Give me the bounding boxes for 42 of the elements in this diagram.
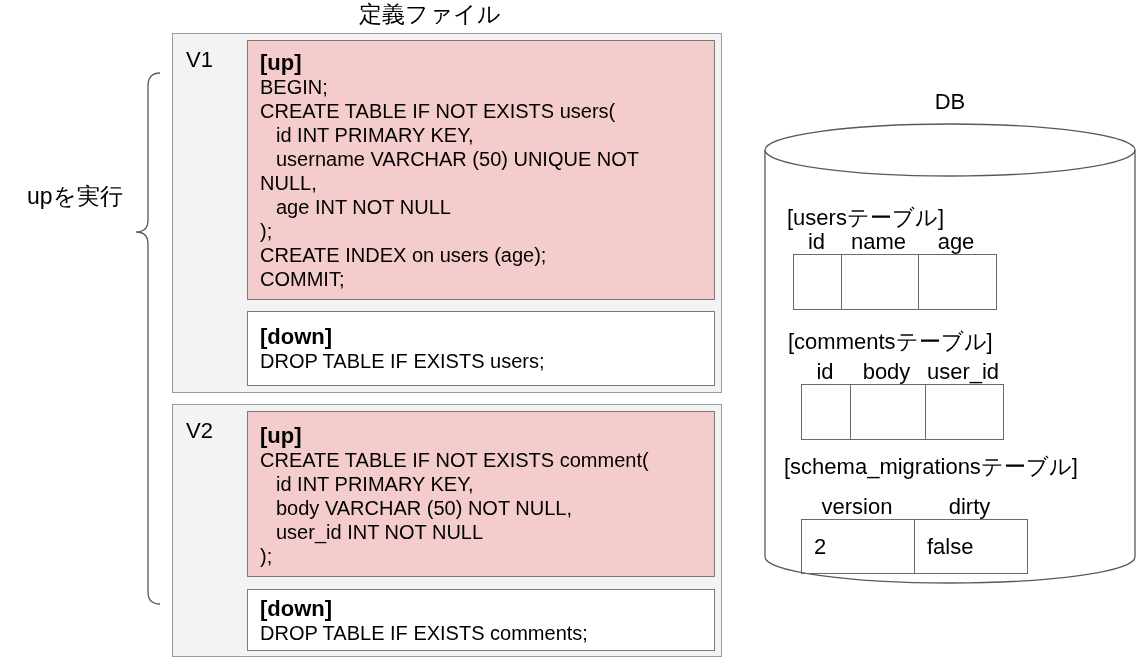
- table-title: [usersテーブル]: [787, 206, 945, 230]
- column-header: user_id: [926, 360, 1000, 384]
- value-cell-text: 2: [813, 532, 828, 561]
- code-line: DROP TABLE IF EXISTS users;: [260, 349, 546, 373]
- version-panel: [172, 33, 722, 393]
- code-line: body VARCHAR (50) NOT NULL,: [275, 496, 573, 520]
- script-heading: [down]: [260, 597, 333, 621]
- down-script-box: [247, 311, 715, 386]
- script-heading: [up]: [260, 424, 302, 448]
- code-line: BEGIN;: [260, 75, 329, 99]
- value-cell: false: [914, 520, 1027, 573]
- version-panel: [172, 404, 722, 657]
- code-line: age INT NOT NULL: [275, 195, 452, 219]
- down-script-box: [247, 589, 715, 651]
- table-title: [schema_migrationsテーブル]: [784, 455, 1078, 479]
- column-header: age: [937, 230, 975, 254]
- code-line: DROP TABLE IF EXISTS comments;: [260, 621, 589, 645]
- code-line: );: [260, 544, 274, 568]
- script-heading: [down]: [260, 325, 333, 349]
- code-line: COMMIT;: [260, 267, 346, 291]
- version-label: V2: [186, 419, 213, 443]
- table-title: [commentsテーブル]: [788, 330, 993, 354]
- brace-label: upを実行: [27, 183, 124, 209]
- code-line: id INT PRIMARY KEY,: [275, 123, 475, 147]
- column-header: id: [816, 360, 834, 384]
- code-line: CREATE TABLE IF NOT EXISTS comment(: [260, 448, 650, 472]
- script-heading: [up]: [260, 51, 302, 75]
- database-label: DB: [934, 90, 966, 114]
- column-header: name: [850, 230, 906, 254]
- up-script-box: [247, 411, 715, 577]
- code-line: CREATE TABLE IF NOT EXISTS users(: [260, 99, 617, 123]
- column-header: id: [807, 230, 826, 254]
- column-header: body: [862, 360, 911, 384]
- code-line: CREATE INDEX on users (age);: [260, 243, 548, 267]
- column-heading: 定義ファイル: [358, 1, 502, 27]
- code-line: user_id INT NOT NULL: [275, 520, 485, 544]
- code-line: );: [260, 219, 274, 243]
- code-line: id INT PRIMARY KEY,: [275, 472, 475, 496]
- column-header: version: [821, 495, 893, 519]
- version-label: V1: [186, 48, 213, 72]
- column-header: dirty: [948, 495, 991, 519]
- up-script-box: [247, 40, 715, 300]
